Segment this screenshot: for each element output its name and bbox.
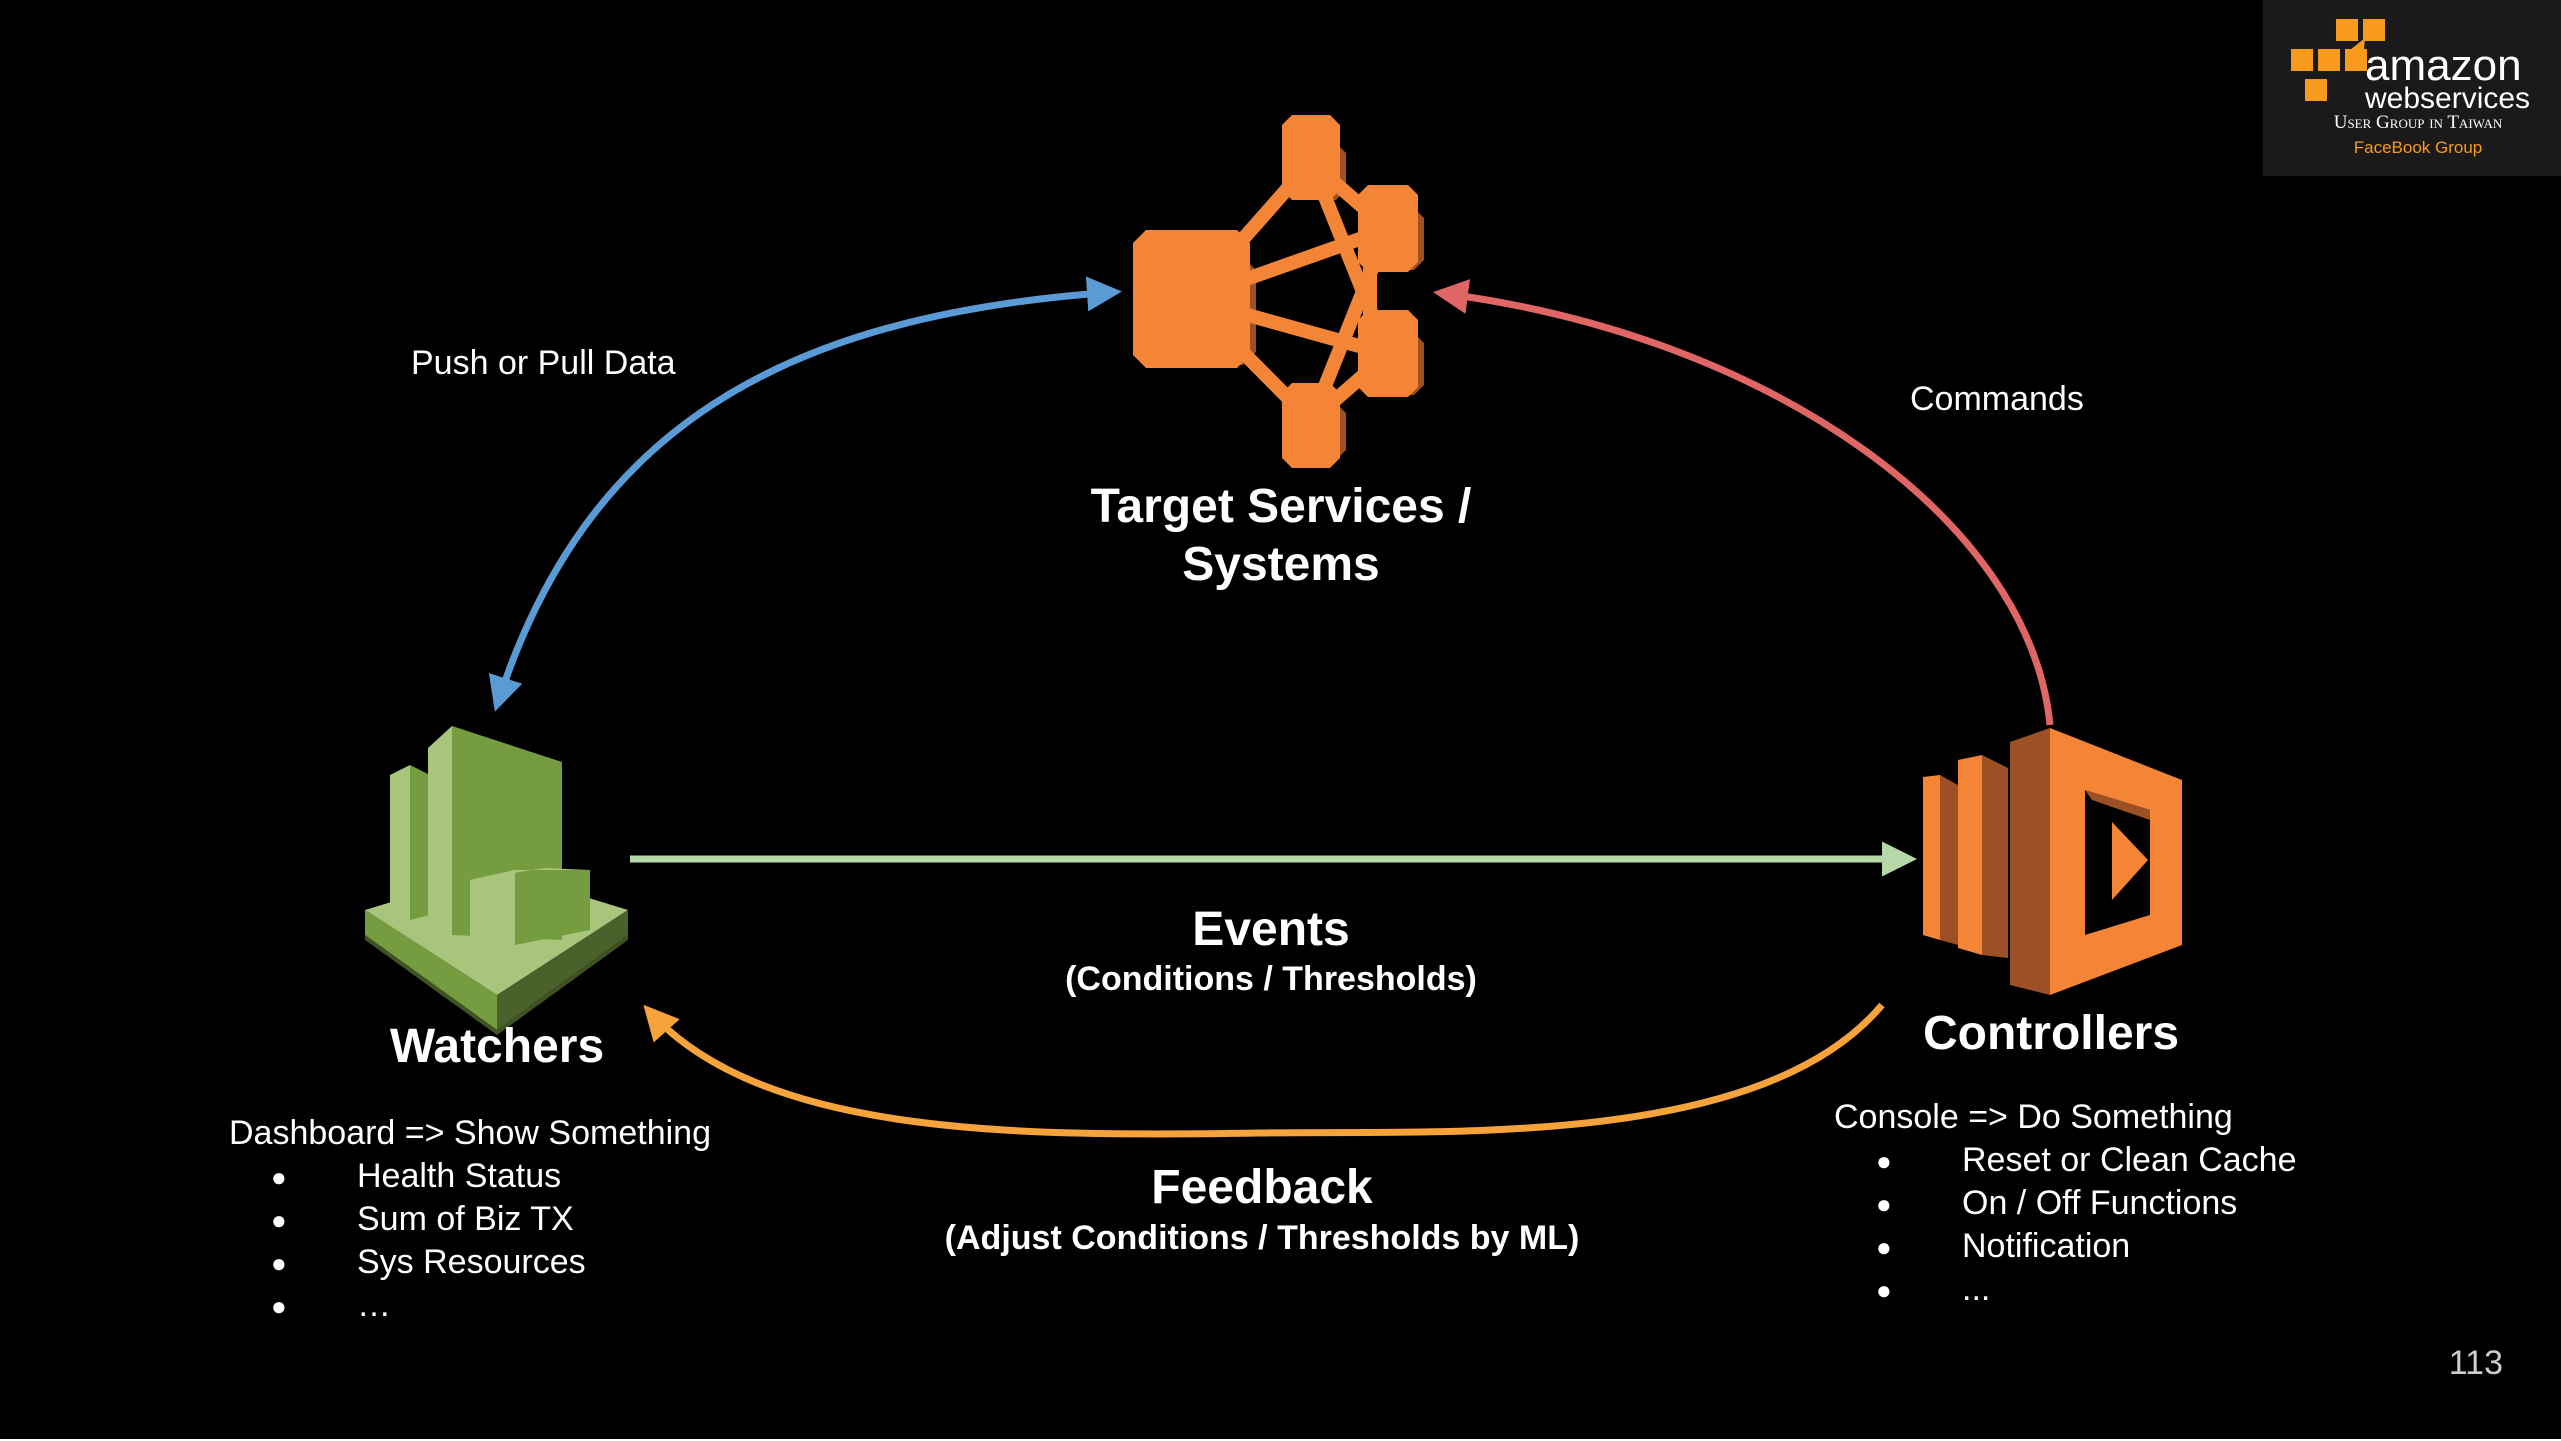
watchers-list: ● Health Status ● Sum of Biz TX ● Sys Re… [271, 1157, 586, 1324]
bullet: ● [271, 1248, 287, 1278]
target-title-line1: Target Services / [1091, 480, 1472, 533]
feedback-sublabel: (Adjust Conditions / Thresholds by ML) [945, 1219, 1580, 1257]
page-number: 113 [2449, 1344, 2503, 1382]
controllers-item: On / Off Functions [1962, 1184, 2237, 1222]
watchers-item: Health Status [357, 1157, 561, 1195]
controllers-list: ● Reset or Clean Cache ● On / Off Functi… [1876, 1141, 2297, 1308]
bullet: ● [1876, 1146, 1892, 1176]
bullet: ● [1876, 1189, 1892, 1219]
logo-brand-line1: amazon [2365, 41, 2522, 90]
target-title-line2: Systems [1182, 538, 1379, 591]
events-label: Events [1192, 903, 1349, 956]
controllers-title: Controllers [1923, 1007, 2179, 1060]
target-services-icon [1133, 115, 1424, 468]
controllers-icon [1923, 728, 2182, 995]
logo-facebook-line: FaceBook Group [2354, 138, 2483, 157]
watchers-item: Sys Resources [357, 1243, 586, 1281]
commands-arrow [1433, 279, 2054, 726]
bullet: ● [1876, 1232, 1892, 1262]
watchers-subtitle: Dashboard => Show Something [229, 1114, 711, 1152]
watchers-icon [365, 726, 628, 1035]
commands-label: Commands [1910, 380, 2084, 418]
aws-cubes-icon [2289, 17, 2387, 103]
controllers-item: Reset or Clean Cache [1962, 1141, 2297, 1179]
feedback-arrow [643, 1002, 1885, 1138]
bullet: ● [271, 1162, 287, 1192]
watchers-item: Sum of Biz TX [357, 1200, 574, 1238]
logo-group-line: User Group in Taiwan [2334, 112, 2503, 133]
controllers-item: ... [1962, 1270, 1990, 1308]
feedback-label: Feedback [1151, 1161, 1373, 1214]
controllers-subtitle: Console => Do Something [1834, 1098, 2233, 1136]
watchers-item: … [357, 1286, 391, 1324]
logo-brand-line2: webservices [2364, 82, 2530, 115]
bullet: ● [271, 1291, 287, 1321]
push-pull-label: Push or Pull Data [411, 344, 676, 382]
events-sublabel: (Conditions / Thresholds) [1065, 960, 1477, 998]
controllers-item: Notification [1962, 1227, 2130, 1265]
watchers-title: Watchers [390, 1020, 604, 1073]
push-pull-arrow [488, 276, 1122, 712]
bullet: ● [1876, 1275, 1892, 1305]
aws-user-group-logo: amazon webservices User Group in Taiwan … [2263, 0, 2561, 176]
bullet: ● [271, 1205, 287, 1235]
